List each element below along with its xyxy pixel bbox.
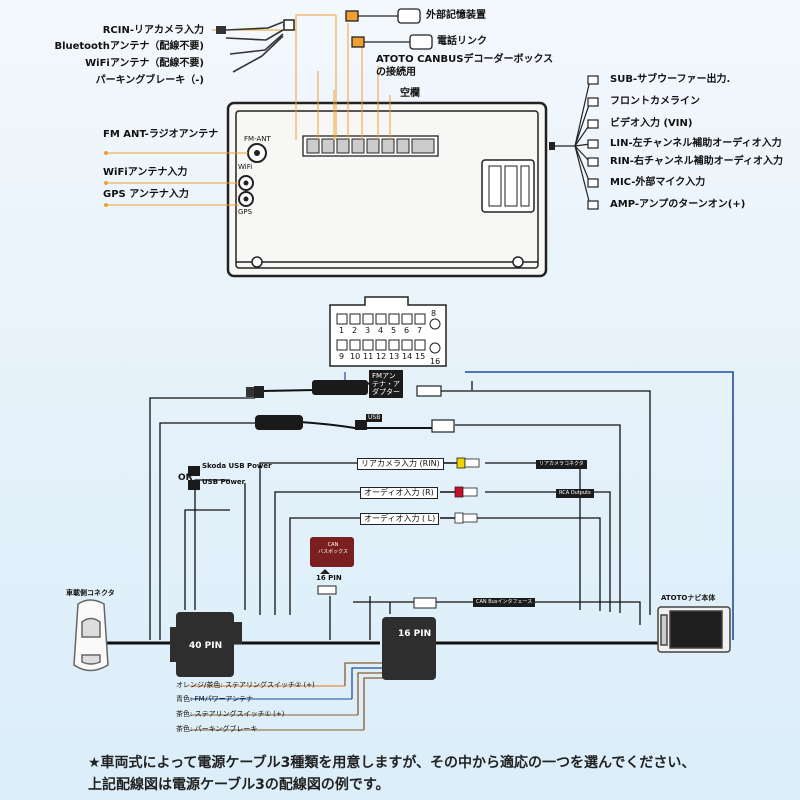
label-sub: SUB-サブウーファー出力. [610, 74, 731, 85]
label-audio-l: オーディオ入力 ( L) [360, 513, 440, 525]
label-gps-in: GPS アンテナ入力 [103, 189, 189, 200]
pin-10: 10 [350, 352, 361, 361]
label-phone: 電話リンク [437, 36, 487, 47]
label-rin: RIN-右チャンネル補助オーディオ入力 [610, 156, 783, 167]
pin-4: 4 [378, 326, 384, 335]
label-rear-cam-in: リアカメラ入力 (RIN) [357, 458, 444, 470]
fm-adapter-tag: FMアン テナ・ア ダプター [369, 370, 403, 399]
label-16pin: 16 PIN [398, 629, 432, 639]
harness-parts [73, 380, 731, 680]
leader-lines [106, 14, 391, 206]
pin-6: 6 [404, 326, 410, 335]
label-vin: ビデオ入力 (VIN) [610, 118, 693, 129]
label-rca: RCA Outputs [556, 489, 594, 498]
pin-9: 9 [339, 352, 345, 361]
footer-note-1: ★車両式によって電源ケーブル3種類を用意しますが、その中から適応の一つを選んでく… [88, 755, 696, 771]
label-storage: 外部記憶装置 [426, 10, 486, 21]
pin-15: 15 [415, 352, 426, 361]
pin-1: 1 [339, 326, 345, 335]
port-wifi: WiFi [238, 163, 253, 171]
pin-5: 5 [391, 326, 397, 335]
label-front-cam: フロントカメライン [610, 96, 700, 107]
pin-connector-diagram [329, 296, 447, 367]
label-audio-r: オーディオ入力 (R) [360, 487, 438, 499]
pin-16: 16 [430, 357, 441, 366]
label-fm-ant: FM ANT-ラジオアンテナ [103, 129, 219, 140]
head-unit [226, 101, 555, 278]
label-amp: AMP-アンプのターンオン(+) [610, 199, 746, 210]
label-rcin: RCIN-リアカメラ入力 [102, 25, 204, 36]
label-parking: パーキングブレーキ（-) [95, 75, 204, 86]
label-canbus-2: の接続用 [376, 67, 416, 78]
label-wifi-in: WiFiアンテナ入力 [103, 167, 188, 178]
pin-3: 3 [365, 326, 371, 335]
label-skoda-usb: Skoda USB Power [202, 462, 272, 470]
label-lin: LIN-左チャンネル補助オーディオ入力 [610, 138, 782, 149]
harness-wiring [100, 371, 734, 731]
label-40pin: 40 PIN [189, 641, 223, 651]
label-blank: 空欄 [400, 88, 420, 99]
pin-13: 13 [389, 352, 400, 361]
av-fanout [555, 79, 591, 206]
fm-adapter-line-2: テナ・ア [372, 380, 400, 389]
label-16pin-small: 16 PIN [316, 574, 342, 582]
label-usb-power: USB Power [202, 478, 246, 486]
port-gps: GPS [238, 208, 253, 216]
wire-brown-1: 茶色: ステアリングスイッチ① (+) [176, 710, 285, 718]
pin-12: 12 [376, 352, 387, 361]
pin-11: 11 [363, 352, 374, 361]
pin-2: 2 [352, 326, 358, 335]
footer-note-2: 上記配線図は電源ケーブル3の配線図の例です。 [88, 777, 390, 793]
label-or: OR [178, 473, 193, 483]
usb-tag: USB [366, 414, 383, 422]
pin-14: 14 [402, 352, 413, 361]
label-bluetooth: Bluetoothアンテナ（配線不要) [54, 41, 204, 52]
port-fm: FM-ANT [244, 135, 271, 143]
fm-adapter-line-1: FMアン [372, 372, 396, 380]
label-mic: MIC-外部マイク入力 [610, 177, 706, 188]
pin-8: 8 [431, 309, 437, 318]
wire-blue: 青色: FMパワーアンテナ [176, 695, 254, 703]
label-wifi-top: WiFiアンテナ（配線不要) [85, 58, 204, 69]
label-can-if: CAN Busインタフェース [473, 598, 536, 607]
wire-orange-brown: オレンジ/茶色: ステアリングスイッチ② (+) [176, 681, 315, 689]
wire-brown-2: 茶色: パーキングブレーキ [176, 725, 258, 733]
label-vehicle: 車載側コネクタ [66, 589, 115, 597]
label-atoto-unit: ATOTOナビ本体 [661, 594, 716, 602]
label-rear-cam-conn: リアカメラコネクタ [536, 460, 587, 469]
rear-cable-bundle [225, 21, 292, 73]
can-box-line-1: CAN [327, 542, 339, 548]
can-box-line-2: バスボックス [318, 549, 348, 555]
pin-7: 7 [417, 326, 423, 335]
fm-adapter-line-3: ダプター [372, 388, 400, 397]
label-canbus-1: ATOTO CANBUSデコーダーボックス [376, 54, 554, 65]
